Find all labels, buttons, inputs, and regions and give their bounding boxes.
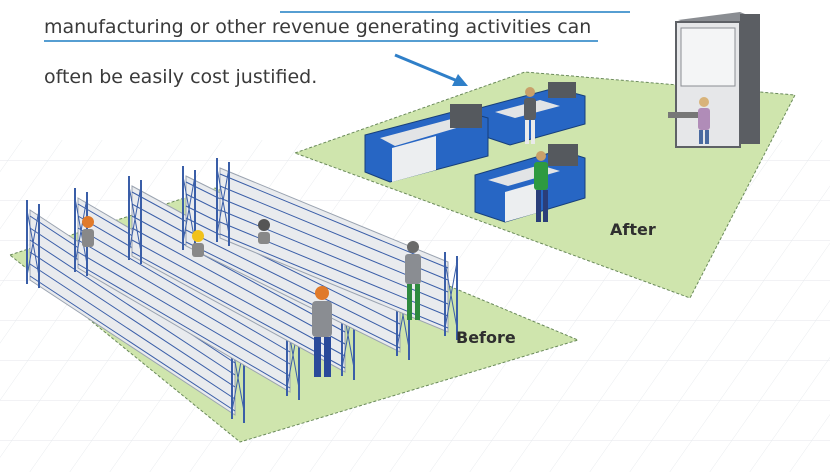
shelving-racks — [26, 158, 458, 423]
after-label: After — [610, 220, 656, 239]
worker-before-grey — [258, 219, 270, 244]
worker-before-yellow — [192, 230, 204, 257]
worker-before-orange-1 — [82, 216, 94, 247]
rack-5 — [216, 158, 458, 340]
caption-line-1: manufacturing or other revenue generatin… — [44, 16, 592, 38]
operator-at-tower — [698, 97, 710, 144]
caption-line-2: often be easily cost justified. — [44, 66, 318, 88]
before-label: Before — [456, 328, 516, 347]
worker-after-2 — [534, 151, 548, 222]
workstation-group — [364, 82, 586, 223]
worker-after-1 — [524, 87, 536, 144]
pointer-arrow — [394, 53, 468, 86]
vertical-lift-module — [668, 12, 760, 148]
worker-before-front — [312, 286, 332, 377]
worker-before-green — [405, 241, 421, 320]
